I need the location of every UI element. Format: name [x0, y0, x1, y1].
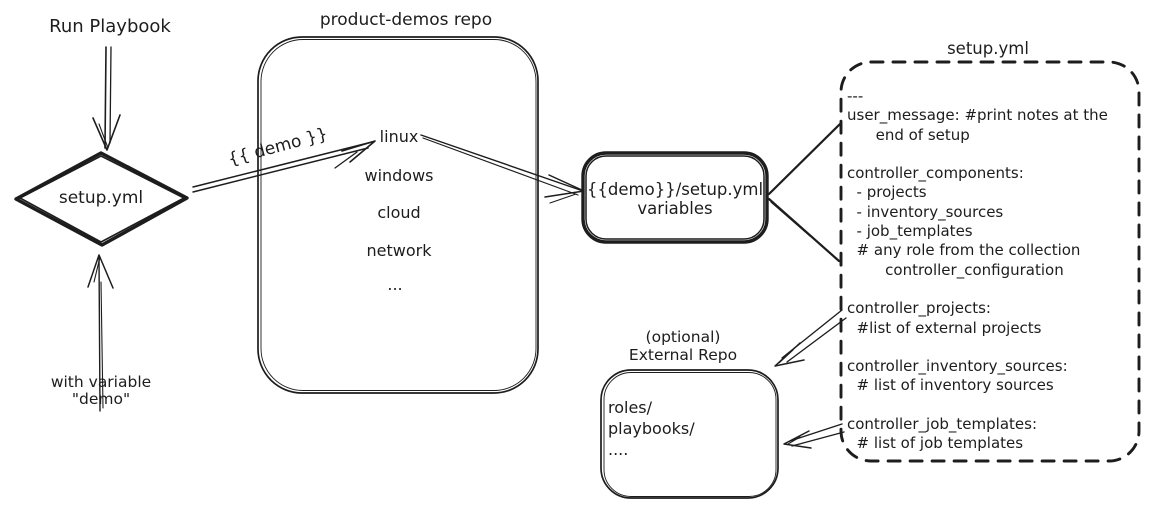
repo-item-network: network: [366, 241, 432, 260]
with-variable-line1: with variable: [50, 373, 152, 391]
arrow-line: [192, 147, 369, 193]
external-repo-item-ellipsis: ....: [608, 440, 629, 459]
variables-line1: {{demo}}/setup.yml: [586, 180, 764, 199]
repo-item-ellipsis: ...: [387, 275, 403, 294]
diamond-shape: [14, 151, 189, 247]
yaml-line: user_message: #print notes at the: [847, 106, 1108, 125]
yaml-line: # any role from the collection: [847, 241, 1081, 260]
external-repo-caption: (optional) External Repo: [628, 328, 738, 364]
external-repo-caption-line1: (optional): [645, 328, 721, 346]
arrow-line: [192, 141, 373, 188]
external-repo-item-playbooks: playbooks/: [608, 419, 695, 438]
with-variable-label: with variable "demo": [51, 374, 151, 407]
arrowhead-sketch: [787, 436, 801, 445]
arrowhead-right-icon: [544, 174, 585, 198]
arrow-line: [420, 134, 584, 192]
fan-line-sketch: [770, 201, 811, 237]
yaml-line: - projects: [847, 183, 927, 202]
with-variable-arrow: [87, 254, 114, 412]
projects-to-external-arrow: [774, 309, 847, 367]
yaml-line: [847, 280, 1108, 299]
arrowhead-sketch: [98, 123, 109, 149]
repo-box-outline-sketch: [260, 39, 537, 391]
arrowhead-down-icon: [92, 114, 121, 151]
yaml-line: controller_components:: [847, 164, 1024, 183]
external-repo-item-roles: roles/: [608, 398, 653, 417]
run-playbook-label: Run Playbook: [49, 16, 171, 37]
diamond-outline-sketch: [19, 155, 185, 243]
yaml-line: [847, 396, 1108, 415]
arrowhead-left-icon: [783, 430, 812, 449]
repo-item-windows: windows: [364, 166, 434, 185]
variables-line2: variables: [637, 199, 713, 218]
arrow-line: [791, 431, 845, 447]
yaml-line: controller_configuration: [847, 260, 1064, 279]
yaml-line: - inventory_sources: [847, 202, 1004, 221]
yaml-line: #list of external projects: [847, 318, 1042, 337]
setup-yml-dashed-box: [839, 60, 1141, 463]
dashed-box-outline: [839, 60, 1141, 463]
arrow-line: [422, 137, 579, 196]
with-variable-line2: "demo": [71, 389, 131, 408]
yaml-line: controller_inventory_sources:: [847, 357, 1068, 376]
variables-box-shape: [581, 151, 769, 244]
arrowhead-sketch: [549, 193, 577, 204]
repo-box-outline: [257, 36, 539, 394]
arrow-line: [109, 46, 112, 144]
arrowhead-right-icon: [341, 140, 376, 163]
arrowhead-sketch: [93, 256, 101, 283]
arrow-line: [104, 46, 107, 149]
yaml-line: # list of inventory sources: [847, 376, 1054, 395]
external-repo-box-shape: [600, 369, 779, 499]
setup-yml-content: --- user_message: #print notes at the en…: [847, 87, 1108, 454]
job-templates-to-external-arrow: [783, 423, 845, 449]
setup-yml-title: setup.yml: [947, 39, 1029, 58]
fan-line-top: [767, 121, 843, 196]
arrowhead-sketch: [334, 151, 358, 169]
external-repo-caption-line2: External Repo: [628, 345, 738, 364]
yaml-line: # list of job templates: [847, 434, 1024, 453]
variables-to-setupyml-lines: [767, 121, 843, 263]
diamond-label: setup.yml: [58, 188, 144, 208]
run-playbook-arrow: [92, 46, 121, 151]
yaml-line: controller_projects:: [847, 299, 991, 318]
external-box-outline-sketch: [603, 372, 777, 497]
external-repo-content: roles/ playbooks/ ....: [608, 397, 695, 460]
yaml-line: - job_templates: [847, 222, 973, 241]
repo-item-cloud: cloud: [377, 203, 421, 222]
yaml-line: ---: [847, 87, 864, 105]
product-demos-title: product-demos repo: [319, 10, 493, 30]
yaml-line: controller_job_templates:: [847, 415, 1038, 434]
arrowhead-up-icon: [87, 254, 114, 289]
diamond-outline: [14, 151, 189, 247]
yaml-line: end of setup: [847, 125, 970, 144]
external-box-outline: [600, 369, 779, 499]
arrow-line: [98, 256, 101, 412]
arrow-line: [100, 281, 104, 409]
repo-item-linux: linux: [379, 127, 419, 146]
arrowhead-sketch: [778, 349, 794, 364]
arrow-line: [786, 317, 847, 363]
yaml-line: [847, 338, 1108, 357]
yaml-line: [847, 145, 1108, 164]
variables-box-outline-sketch: [585, 155, 765, 240]
variables-box-label: {{demo}}/setup.yml variables: [587, 180, 763, 218]
demo-arrow: [192, 140, 376, 193]
linux-to-variables-arrow: [420, 134, 585, 204]
product-demos-box: [257, 36, 539, 394]
variables-box-outline: [581, 151, 769, 244]
